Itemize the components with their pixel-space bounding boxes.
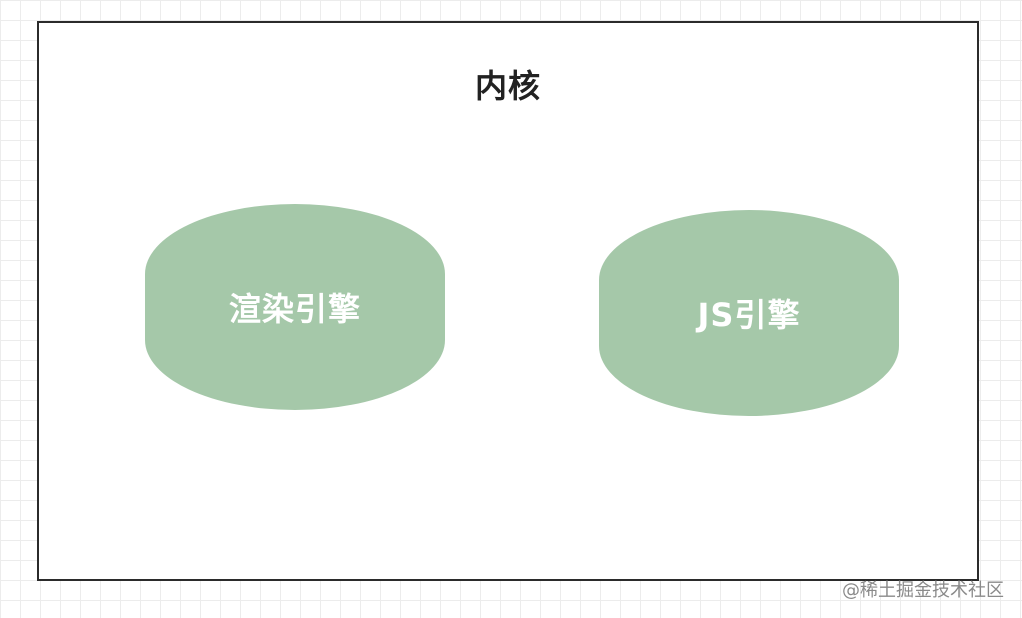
watermark: @稀土掘金技术社区 xyxy=(842,580,1004,601)
rendering-engine-node: 渲染引擎 xyxy=(145,204,445,410)
rendering-engine-label: 渲染引擎 xyxy=(228,290,361,328)
js-engine-label: JS引擎 xyxy=(697,296,801,334)
kernel-container: 内核 渲染引擎 JS引擎 xyxy=(37,21,979,581)
kernel-title: 内核 xyxy=(474,67,541,105)
js-engine-node: JS引擎 xyxy=(599,210,899,416)
